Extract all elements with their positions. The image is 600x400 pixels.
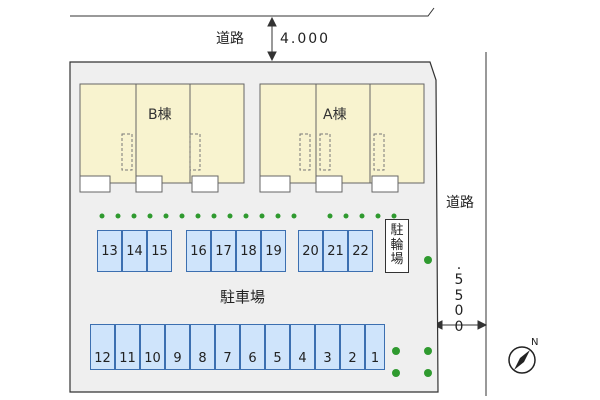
trees — [392, 256, 432, 377]
parking-stall: 21 — [323, 230, 348, 272]
parking-stall: 17 — [211, 230, 236, 272]
parking-stall: 6 — [240, 324, 265, 370]
parking-stall: 22 — [348, 230, 373, 272]
parking-stall: 18 — [236, 230, 261, 272]
road-width-right-char: . — [456, 257, 462, 273]
bicycle-parking: 駐 輪 場 — [385, 219, 409, 273]
road-width-right-char: 5 — [454, 287, 464, 304]
road-width-top: 4.000 — [280, 31, 331, 47]
road-label-right: 道路 — [446, 195, 474, 211]
parking-stall: 3 — [315, 324, 340, 370]
parking-stall: 10 — [140, 324, 165, 370]
parking-stall: 9 — [165, 324, 190, 370]
road-width-arrow-right — [432, 320, 488, 330]
road-width-right-char: 5 — [454, 272, 464, 289]
parking-stall: 11 — [115, 324, 140, 370]
parking-stall: 13 — [97, 230, 122, 272]
hedge-row-top — [99, 213, 397, 219]
north-compass-icon: N — [508, 337, 538, 374]
parking-label: 駐車場 — [220, 288, 266, 306]
parking-stall: 19 — [261, 230, 286, 272]
parking-stall: 16 — [186, 230, 211, 272]
parking-stall: 1 — [365, 324, 385, 370]
road-width-right-char: 0 — [454, 318, 464, 335]
building-b — [79, 83, 245, 193]
road-edge-top — [70, 7, 435, 17]
parking-stall: 20 — [298, 230, 323, 272]
road-width-right: . 5 5 0 0 — [452, 257, 466, 335]
road-width-arrow-top — [267, 16, 277, 62]
compass-n: N — [531, 337, 538, 348]
parking-stall: 4 — [290, 324, 315, 370]
bicycle-parking-char: 輪 — [390, 237, 404, 253]
parking-stall: 14 — [122, 230, 147, 272]
bicycle-parking-char: 駐 — [390, 222, 404, 238]
parking-stall: 12 — [90, 324, 115, 370]
parking-stall: 8 — [190, 324, 215, 370]
parking-stall: 15 — [147, 230, 172, 272]
building-a-label: A棟 — [323, 107, 347, 123]
parking-stall: 7 — [215, 324, 240, 370]
bicycle-parking-char: 場 — [390, 252, 404, 268]
parking-stall: 5 — [265, 324, 290, 370]
road-width-right-char: 0 — [454, 303, 464, 320]
parking-stall: 2 — [340, 324, 365, 370]
building-a — [259, 83, 425, 193]
road-label-top: 道路 — [216, 31, 244, 47]
building-b-label: B棟 — [148, 107, 172, 123]
